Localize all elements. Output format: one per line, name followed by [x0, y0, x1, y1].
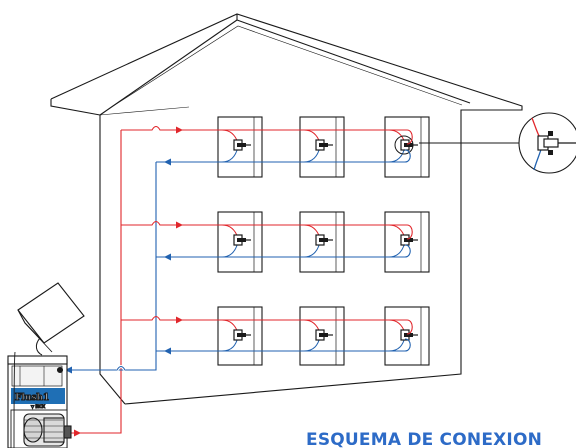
pipe-crossing — [116, 365, 126, 371]
window — [217, 211, 263, 273]
valve-icon — [233, 234, 251, 246]
house — [50, 13, 523, 405]
device-brand: Flush1 — [15, 393, 49, 403]
hot-drop — [406, 319, 413, 335]
valve-icon — [531, 117, 576, 171]
control-box — [17, 282, 85, 353]
valve-icon — [233, 139, 251, 151]
hot-riser — [66, 130, 122, 434]
cold-rise — [404, 338, 411, 352]
pump-device: Flush1 ▼ INOX — [7, 282, 85, 448]
side-wall — [124, 109, 470, 405]
valve-icon — [315, 139, 333, 151]
cold-rise — [404, 244, 411, 258]
window — [384, 211, 430, 273]
hot-branch — [121, 315, 407, 321]
window — [299, 211, 345, 273]
valve-icon — [315, 234, 333, 246]
window — [384, 116, 430, 178]
valve-detail — [419, 112, 576, 174]
diagram-caption: ESQUEMA DE CONEXION — [306, 430, 542, 448]
window — [217, 306, 263, 366]
flow-arrow — [164, 158, 171, 166]
pump-body: Flush1 ▼ INOX — [7, 351, 72, 448]
hot-branch — [121, 220, 407, 226]
window — [384, 306, 430, 366]
device-label — [11, 388, 65, 404]
valve-icon — [233, 329, 251, 341]
roof — [50, 13, 523, 116]
flow-arrow — [65, 366, 72, 374]
hot-drop — [406, 224, 413, 240]
hot-drop — [406, 129, 413, 145]
flow-arrow — [164, 253, 171, 261]
valve-icon — [400, 329, 418, 341]
window — [299, 306, 345, 366]
front-wall — [99, 115, 126, 405]
hot-branch — [121, 125, 407, 131]
flow-arrow — [176, 126, 183, 134]
window — [299, 116, 345, 178]
cold-rise — [404, 149, 411, 163]
valve-icon — [315, 329, 333, 341]
pipes — [65, 125, 413, 437]
cold-return — [72, 162, 157, 371]
flow-arrow — [164, 347, 171, 355]
window — [217, 116, 263, 178]
flow-arrow — [74, 429, 81, 437]
device-sub-brand: ▼ INOX — [31, 404, 45, 409]
flow-arrow — [176, 316, 183, 324]
windows — [217, 116, 430, 366]
flow-arrow — [176, 221, 183, 229]
